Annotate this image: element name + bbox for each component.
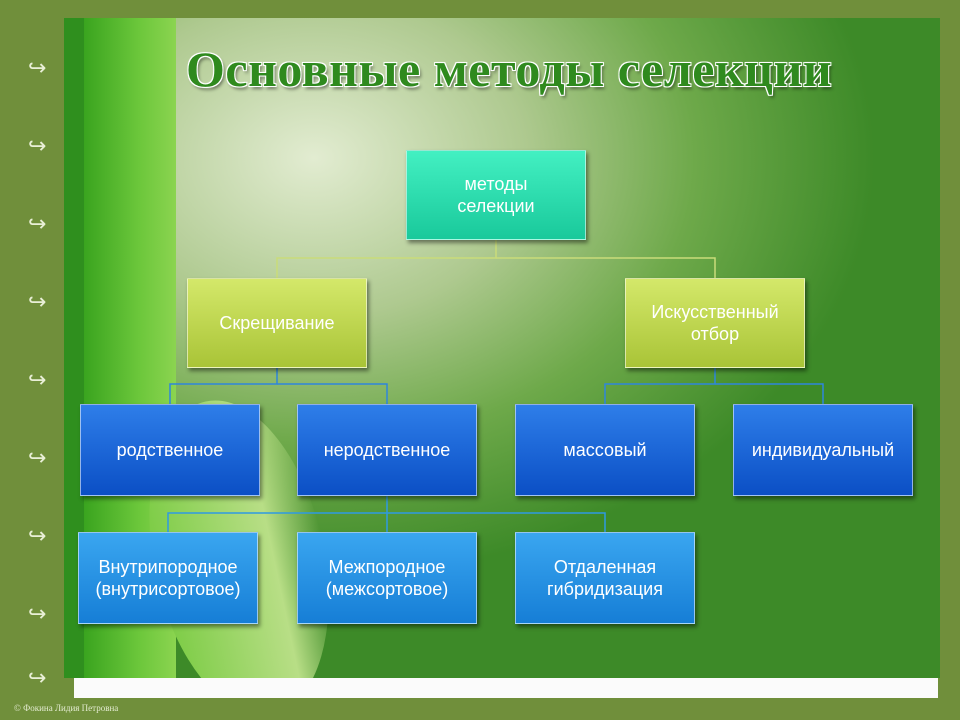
connector-crossing-unrelated	[277, 383, 388, 404]
node-distant-label: Отдаленная гибридизация	[547, 557, 663, 599]
node-intrabreed: Внутрипородное (внутрисортовое)	[78, 532, 258, 624]
hook-icon: ↪	[28, 523, 47, 548]
node-crossing: Скрещивание	[187, 278, 367, 368]
hook-icon: ↪	[28, 55, 47, 80]
node-artificial-selection: Искусственный отбор	[625, 278, 805, 368]
hook-decorations: ↪ ↪ ↪ ↪ ↪ ↪ ↪ ↪ ↪	[28, 55, 68, 698]
connector-selection-individual	[715, 383, 824, 404]
connector-crossing-related	[169, 368, 278, 404]
connector-root-crossing	[276, 240, 497, 278]
slide-title: Основные методы селекции	[186, 41, 833, 97]
node-mass: массовый	[515, 404, 695, 496]
node-artificial-selection-label: Искусственный отбор	[651, 302, 779, 344]
connector-root-selection	[496, 257, 716, 278]
hook-icon: ↪	[28, 289, 47, 314]
node-related-label: родственное	[116, 440, 224, 460]
node-root-label: методы селекции	[457, 174, 535, 216]
hook-icon: ↪	[28, 445, 47, 470]
copyright-text: © Фокина Лидия Петровна	[14, 703, 119, 713]
left-stripe	[64, 18, 84, 678]
hook-icon: ↪	[28, 665, 47, 690]
node-mass-label: массовый	[563, 440, 647, 460]
node-intrabreed-label: Внутрипородное (внутрисортовое)	[95, 557, 241, 599]
hook-icon: ↪	[28, 367, 47, 392]
node-unrelated-label: неродственное	[323, 440, 451, 460]
node-related: родственное	[80, 404, 260, 496]
hook-icon: ↪	[28, 133, 47, 158]
bottom-bar	[74, 678, 938, 698]
node-unrelated: неродственное	[297, 404, 477, 496]
hook-icon: ↪	[28, 211, 47, 236]
hook-icon: ↪	[28, 601, 47, 626]
node-distant: Отдаленная гибридизация	[515, 532, 695, 624]
node-root: методы селекции	[406, 150, 586, 240]
connector-unrelated-intrabreed	[167, 496, 388, 532]
connector-selection-mass	[604, 368, 716, 404]
node-interbreed: Межпородное (межсортовое)	[297, 532, 477, 624]
node-individual-label: индивидуальный	[751, 440, 895, 460]
node-individual: индивидуальный	[733, 404, 913, 496]
connector-unrelated-distant	[387, 512, 606, 532]
node-crossing-label: Скрещивание	[219, 313, 335, 333]
node-interbreed-label: Межпородное (межсортовое)	[325, 557, 449, 599]
